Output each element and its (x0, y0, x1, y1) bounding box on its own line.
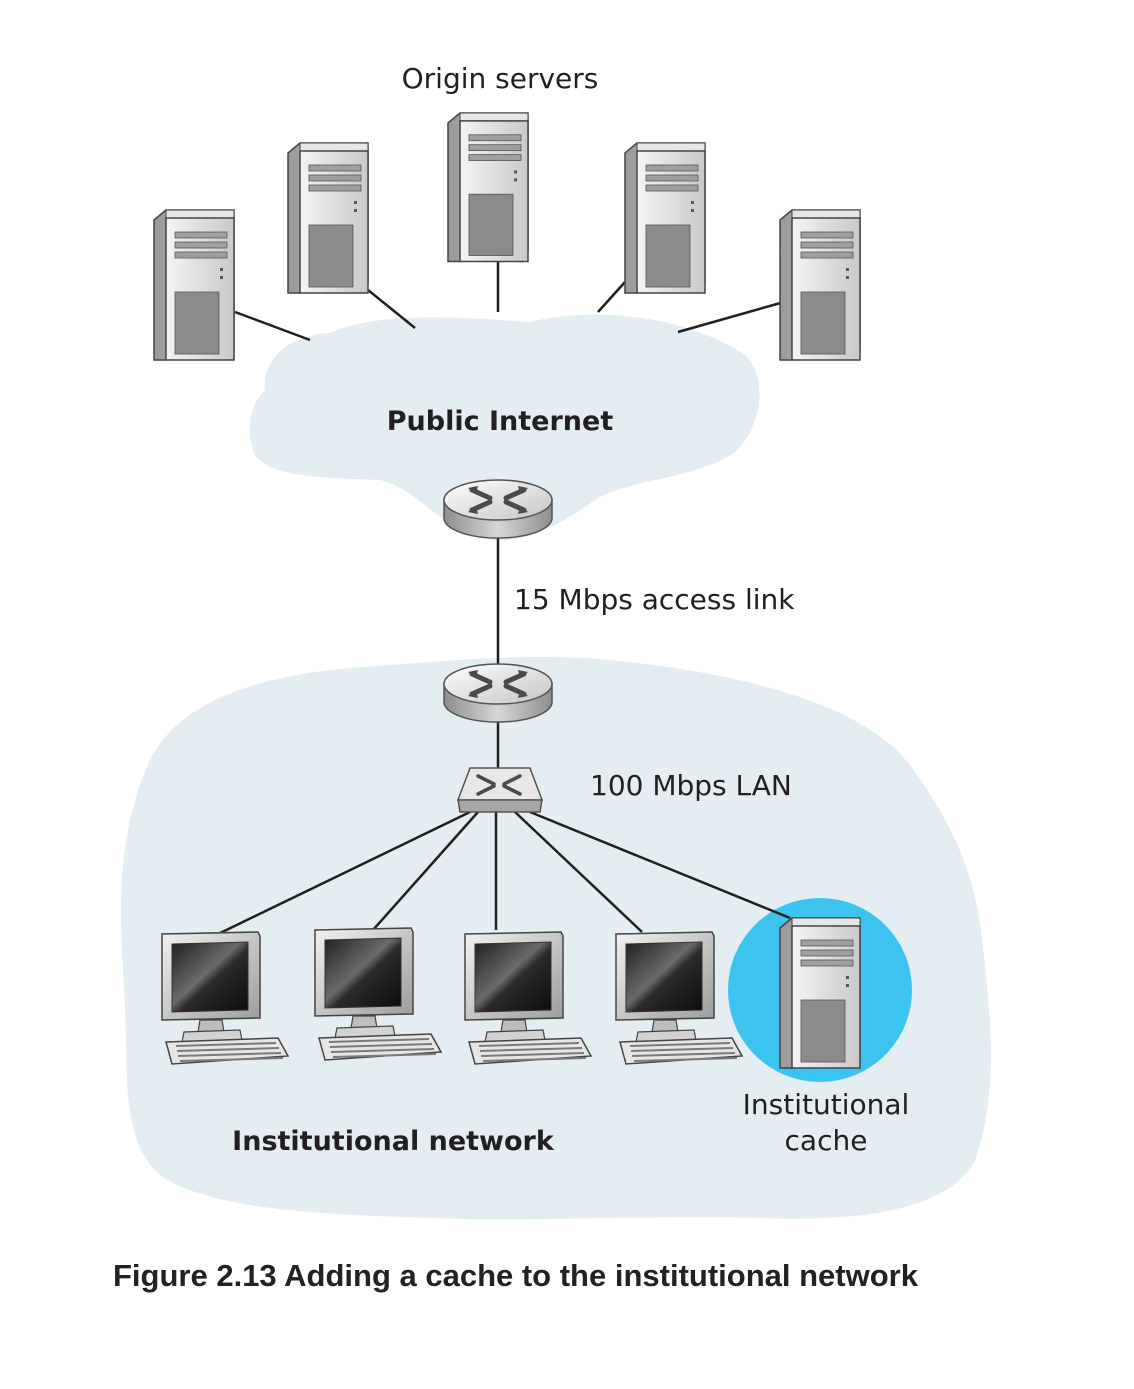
origin-server-2 (287, 142, 369, 294)
institutional-cache-server-icon (779, 917, 861, 1069)
institutional-router-icon (444, 664, 552, 722)
cache-label-line2: cache (785, 1124, 868, 1157)
institutional-network-label: Institutional network (232, 1126, 555, 1157)
origin-server-4 (624, 142, 706, 294)
lan-label: 100 Mbps LAN (590, 769, 792, 802)
origin-server-3 (447, 112, 529, 263)
connection-links (211, 262, 791, 939)
public-internet-cloud (249, 314, 760, 541)
internet-router-icon (444, 480, 552, 538)
lan-switch-icon (456, 767, 544, 813)
figure-caption: Figure 2.13 Adding a cache to the instit… (113, 1258, 918, 1293)
origin-server-5 (779, 209, 861, 361)
origin-server-1 (153, 209, 235, 361)
access-link-label: 15 Mbps access link (514, 583, 795, 616)
origin-servers-label: Origin servers (402, 62, 599, 95)
public-internet-label: Public Internet (387, 406, 614, 437)
cache-label-line1: Institutional (743, 1088, 910, 1121)
